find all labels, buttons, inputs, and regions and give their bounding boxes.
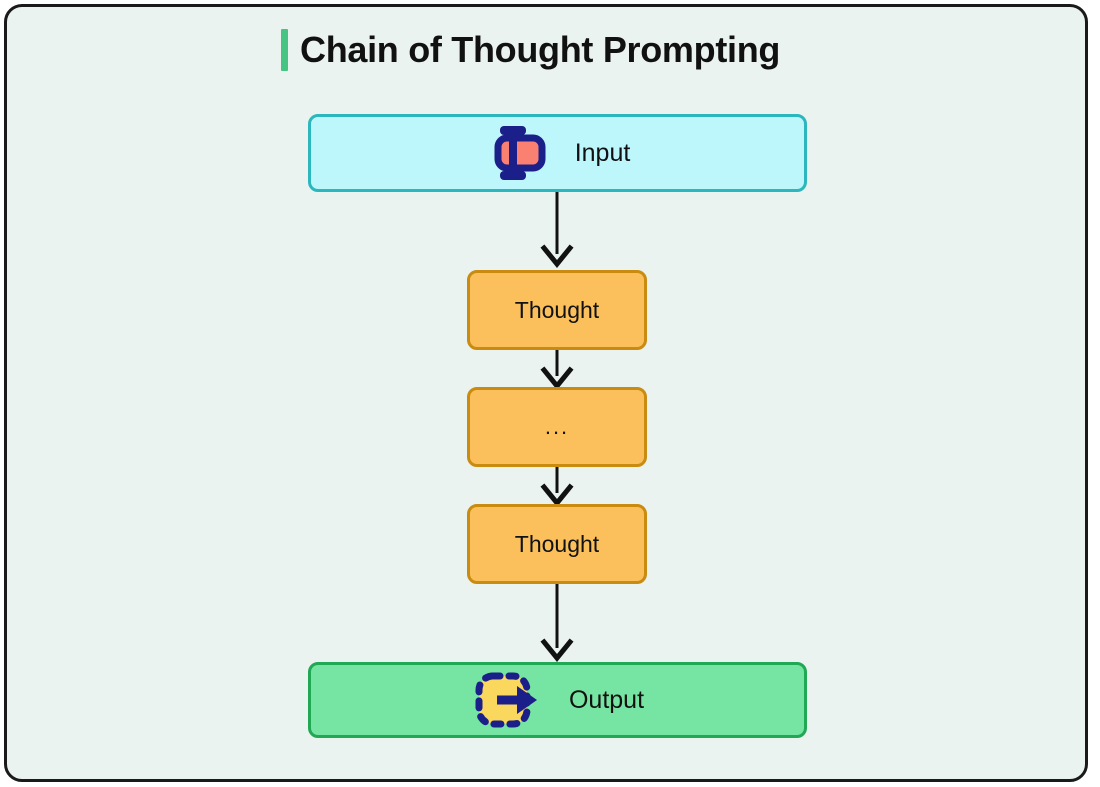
input-cursor-icon — [494, 126, 546, 180]
arrow-thought1-to-ellipsis — [540, 350, 574, 390]
arrow-input-to-thought1 — [540, 192, 574, 268]
input-content: Input — [485, 124, 631, 182]
output-arrow-icon — [475, 672, 537, 728]
node-thought-2-label: Thought — [514, 530, 600, 557]
node-thought-2[interactable]: Thought — [467, 504, 647, 584]
node-ellipsis-label: ... — [544, 414, 570, 439]
node-output-label: Output — [568, 685, 645, 714]
title-text: Chain of Thought Prompting — [300, 29, 781, 70]
node-thought-ellipsis[interactable]: ... — [467, 387, 647, 467]
page-title: Chain of Thought Prompting — [281, 29, 780, 71]
node-input-label: Input — [574, 138, 631, 167]
diagram-canvas: Chain of Thought Prompting Input Thought — [4, 4, 1088, 782]
node-thought-1-label: Thought — [514, 296, 600, 323]
arrow-thought2-to-output — [540, 584, 574, 662]
arrow-ellipsis-to-thought2 — [540, 467, 574, 507]
node-output[interactable]: Output — [308, 662, 807, 738]
node-thought-1[interactable]: Thought — [467, 270, 647, 350]
output-content: Output — [471, 671, 644, 729]
node-input[interactable]: Input — [308, 114, 807, 192]
title-accent-bar — [281, 29, 288, 71]
